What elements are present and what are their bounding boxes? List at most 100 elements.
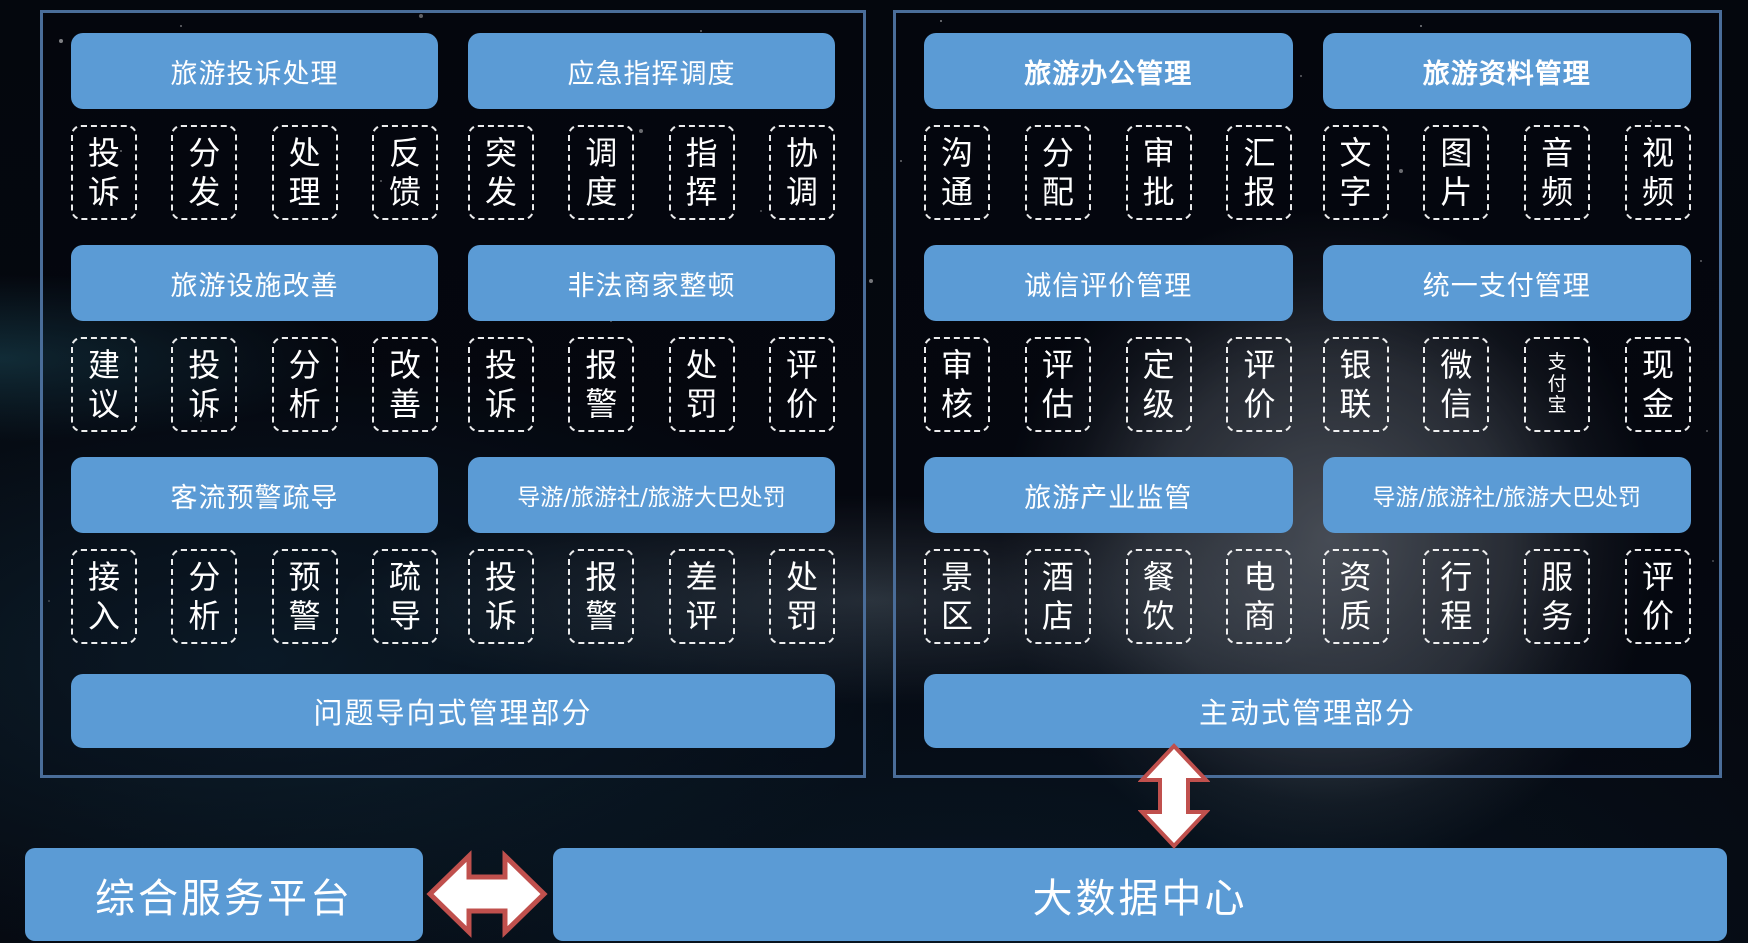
module-chip: 服务: [1524, 549, 1591, 644]
group-title: 旅游投诉处理: [71, 33, 438, 109]
chip-label: 餐饮: [1142, 558, 1175, 635]
module-group: 导游/旅游社/旅游大巴处罚 资质 行程 服务 评价: [1322, 457, 1691, 644]
chip-row: 建议 投诉 分析 改善: [71, 337, 438, 432]
module-chip: 评估: [1024, 337, 1091, 432]
chip-label: 反馈: [388, 134, 421, 211]
double-arrow-vertical-icon: [1138, 743, 1210, 849]
module-group: 统一支付管理 银联 微信 支付宝 现金: [1322, 245, 1692, 432]
chip-label: 视频: [1641, 134, 1674, 211]
chip-row: 接入 分析 预警 疏导: [71, 549, 438, 644]
chip-label: 汇报: [1243, 134, 1276, 211]
module-chip: 差评: [668, 549, 735, 644]
module-group: 非法商家整顿 投诉 报警 处罚 评价: [468, 245, 835, 432]
module-chip: 审核: [924, 337, 990, 432]
chip-label: 支付宝: [1547, 350, 1567, 417]
chip-label: 突发: [484, 134, 517, 211]
chip-label: 预警: [288, 558, 321, 635]
chip-label: 评价: [1243, 346, 1276, 423]
module-chip: 协调: [768, 125, 835, 220]
chip-label: 资质: [1339, 558, 1372, 635]
module-chip: 处理: [271, 125, 338, 220]
group-title: 旅游产业监管: [924, 457, 1293, 533]
module-chip: 景区: [924, 549, 990, 644]
chip-label: 行程: [1440, 558, 1473, 635]
module-chip: 微信: [1423, 337, 1490, 432]
chip-label: 景区: [940, 558, 973, 635]
module-chip: 汇报: [1226, 125, 1293, 220]
chip-label: 报警: [585, 346, 618, 423]
module-chip: 评价: [1226, 337, 1293, 432]
module-chip: 报警: [568, 337, 635, 432]
module-chip: 审批: [1125, 125, 1192, 220]
chip-label: 酒店: [1041, 558, 1074, 635]
module-chip: 评价: [768, 337, 835, 432]
module-chip: 投诉: [468, 549, 534, 644]
group-title: 导游/旅游社/旅游大巴处罚: [468, 457, 835, 533]
chip-label: 文字: [1339, 134, 1372, 211]
chip-label: 分析: [188, 558, 221, 635]
chip-label: 评价: [785, 346, 818, 423]
module-group: 旅游设施改善 建议 投诉 分析 改善: [71, 245, 438, 432]
group-title: 旅游设施改善: [71, 245, 438, 321]
chip-label: 音频: [1541, 134, 1574, 211]
group-title: 旅游资料管理: [1322, 33, 1691, 109]
module-chip: 文字: [1322, 125, 1389, 220]
module-chip: 现金: [1624, 337, 1691, 432]
module-chip: 分析: [171, 549, 238, 644]
module-group: 旅游产业监管 景区 酒店 餐饮 电商: [924, 457, 1293, 644]
module-chip: 分发: [171, 125, 238, 220]
module-chip: 音频: [1524, 125, 1591, 220]
module-chip: 评价: [1624, 549, 1691, 644]
chip-label: 投诉: [87, 134, 120, 211]
starfield-background: [0, 0, 2, 2]
chip-label: 银联: [1339, 346, 1372, 423]
group-title: 旅游办公管理: [924, 33, 1293, 109]
panel-label-problem-oriented: 问题导向式管理部分: [71, 674, 835, 748]
chip-row: 审核 评估 定级 评价: [924, 337, 1293, 432]
chip-label: 现金: [1641, 346, 1674, 423]
chip-label: 评价: [1641, 558, 1674, 635]
module-chip: 突发: [468, 125, 534, 220]
module-chip: 行程: [1423, 549, 1490, 644]
chip-label: 接入: [87, 558, 120, 635]
integrated-service-platform-box: 综合服务平台: [25, 848, 423, 941]
chip-label: 评估: [1041, 346, 1074, 423]
chip-label: 疏导: [388, 558, 421, 635]
chip-label: 投诉: [484, 558, 517, 635]
module-chip: 指挥: [668, 125, 735, 220]
module-group: 旅游投诉处理 投诉 分发 处理 反馈: [71, 33, 438, 220]
chip-label: 调度: [585, 134, 618, 211]
chip-label: 分发: [188, 134, 221, 211]
chip-label: 处理: [288, 134, 321, 211]
module-chip: 投诉: [468, 337, 534, 432]
chip-label: 指挥: [685, 134, 718, 211]
module-chip: 调度: [568, 125, 635, 220]
chip-label: 分析: [288, 346, 321, 423]
group-title: 应急指挥调度: [468, 33, 835, 109]
chip-label: 微信: [1440, 346, 1473, 423]
chip-label: 处罚: [685, 346, 718, 423]
group-title: 导游/旅游社/旅游大巴处罚: [1322, 457, 1691, 533]
chip-row: 突发 调度 指挥 协调: [468, 125, 835, 220]
chip-label: 审核: [940, 346, 973, 423]
chip-label: 投诉: [484, 346, 517, 423]
module-chip: 酒店: [1024, 549, 1091, 644]
chip-label: 定级: [1142, 346, 1175, 423]
chip-row: 银联 微信 支付宝 现金: [1322, 337, 1692, 432]
module-chip: 反馈: [371, 125, 438, 220]
module-chip: 疏导: [371, 549, 438, 644]
chip-label: 分配: [1041, 134, 1074, 211]
chip-label: 图片: [1440, 134, 1473, 211]
chip-row: 文字 图片 音频 视频: [1322, 125, 1692, 220]
panel-label-proactive: 主动式管理部分: [924, 674, 1691, 748]
module-chip: 投诉: [71, 125, 137, 220]
module-chip: 资质: [1322, 549, 1389, 644]
group-title: 诚信评价管理: [924, 245, 1293, 321]
big-data-center-bar: 大数据中心: [553, 848, 1727, 941]
chip-label: 协调: [785, 134, 818, 211]
module-chip: 视频: [1624, 125, 1691, 220]
module-chip: 餐饮: [1125, 549, 1192, 644]
module-group: 旅游资料管理 文字 图片 音频 视频: [1322, 33, 1692, 220]
module-chip: 建议: [71, 337, 137, 432]
chip-row: 投诉 分发 处理 反馈: [71, 125, 438, 220]
